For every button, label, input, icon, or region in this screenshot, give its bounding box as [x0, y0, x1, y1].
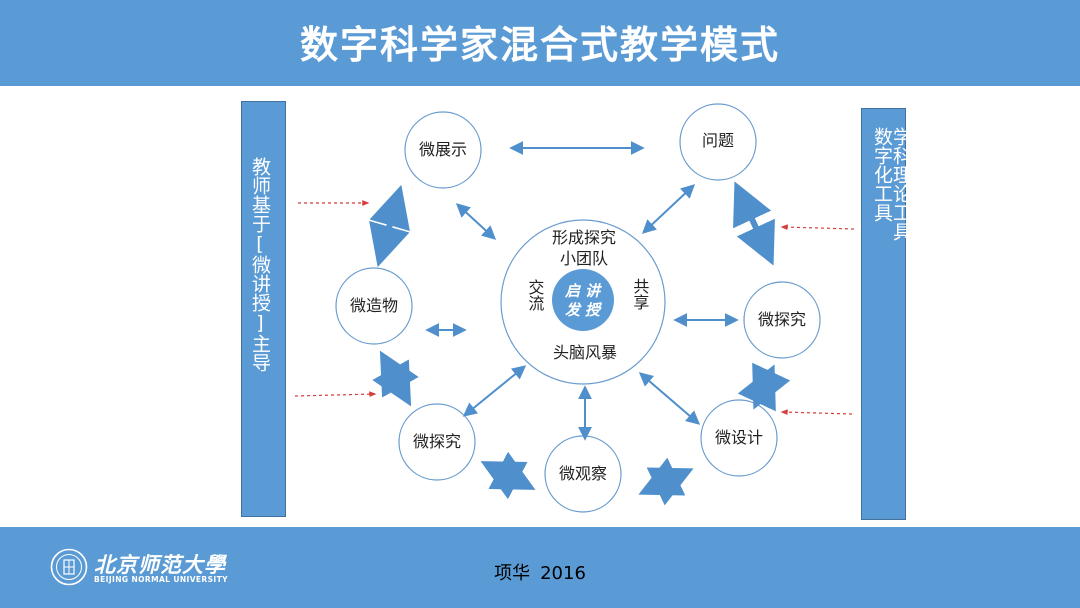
dashed-arrow-right-bottom	[780, 409, 853, 416]
node-tanjiu-right-circle	[743, 281, 821, 359]
node-tanjiu-right-label: 微探究	[757, 310, 806, 329]
university-name-cn: 北京师范大學	[94, 552, 226, 577]
arrow-wenti-tanjiu-right	[733, 181, 775, 266]
node-wenti-circle	[679, 103, 757, 181]
hub-line2: 发授	[564, 301, 605, 319]
center-top-line1: 形成探究	[551, 228, 616, 247]
node-wenti-label: 问题	[701, 131, 734, 150]
dashed-arrow-right-top	[780, 224, 855, 231]
node-sheji-label: 微设计	[714, 428, 763, 447]
left-teacher-panel: 教师基于[微讲授]主导	[241, 101, 286, 517]
author-name: 项华	[494, 563, 531, 584]
node-zhanshi-label: 微展示	[418, 140, 467, 159]
tool-physical: 实物工具	[909, 117, 931, 193]
dashed-arrow-left-bottom	[294, 391, 377, 398]
center-right-label: 共享	[630, 278, 650, 310]
right-tools-panel: 实物工具 学科理论工具 数字化工具	[861, 108, 931, 520]
hub-line1: 启讲	[564, 282, 605, 300]
arrow-zhanshi-zaowu	[369, 184, 410, 268]
node-tanjiu-left-label: 微探究	[412, 432, 461, 451]
arrow-zaowu-tanjiu-left	[372, 350, 419, 407]
center-left-label: 交流	[525, 279, 545, 311]
node-tanjiu-left-circle	[398, 403, 476, 481]
center-hub-label: 启讲 发授	[556, 284, 614, 318]
author-line: 项华 2016	[440, 559, 640, 585]
node-zhanshi-circle	[404, 111, 482, 189]
right-panel-text: 实物工具 学科理论工具 数字化工具	[871, 117, 931, 241]
arrow-tanjiu-left-guancha	[480, 451, 536, 500]
footer-banner: 北京师范大學 BEIJING NORMAL UNIVERSITY 项华 2016	[0, 527, 1080, 608]
tool-digital: 数字化工具	[871, 127, 893, 222]
title-banner: 数字科学家混合式教学模式	[0, 0, 1080, 86]
node-zaowu-label: 微造物	[349, 296, 398, 315]
left-panel-text: 教师基于[微讲授]主导	[249, 157, 271, 372]
center-hub	[552, 269, 614, 331]
arrow-center-tanjiu-left	[462, 365, 527, 417]
center-bottom-label: 头脑风暴	[552, 343, 617, 362]
center-top-label: 形成探究 小团队	[538, 228, 630, 270]
arrow-tanjiu-right-sheji	[737, 362, 791, 412]
node-guancha-label: 微观察	[558, 464, 607, 483]
author-year: 2016	[540, 563, 586, 584]
slide-title: 数字科学家混合式教学模式	[299, 23, 780, 67]
arrow-wenti-center	[641, 184, 696, 234]
university-seal-icon	[50, 548, 88, 586]
arrow-guancha-sheji	[638, 457, 694, 506]
arrow-center-sheji	[638, 372, 701, 425]
university-name-en: BEIJING NORMAL UNIVERSITY	[94, 575, 228, 584]
arrow-zhanshi-center	[455, 203, 497, 240]
center-top-line2: 小团队	[559, 248, 608, 268]
node-zaowu-circle	[335, 267, 413, 345]
tool-theory: 学科理论工具	[890, 127, 912, 241]
